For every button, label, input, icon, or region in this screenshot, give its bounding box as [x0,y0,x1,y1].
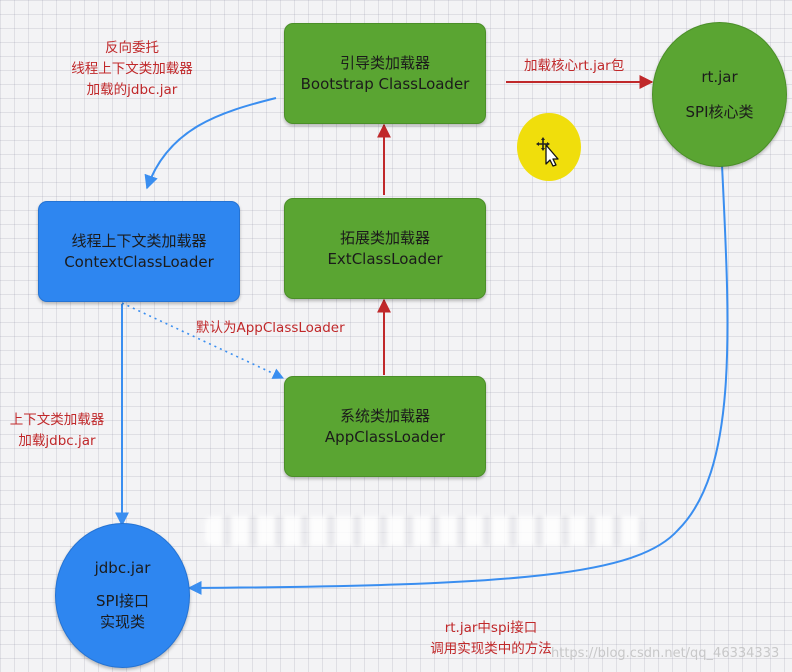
node-bootstrap-subtitle: Bootstrap ClassLoader [300,74,470,93]
node-context-title: 线程上下文类加载器 [71,231,207,250]
label-reverse-delegate-line2: 线程上下文类加载器 [71,61,193,77]
node-bootstrap-title: 引导类加载器 [339,53,430,72]
node-jdbcjar-line3: 实现类 [99,613,145,631]
node-app-title: 系统类加载器 [339,406,430,425]
label-reverse-delegate: 反向委托 线程上下文类加载器 加载的jdbc.jar [52,38,212,101]
label-default-app: 默认为AppClassLoader [196,320,345,336]
node-rtjar-subtitle: SPI核心类 [685,102,754,121]
node-jdbcjar-title: jdbc.jar [94,559,151,577]
node-app-classloader: 系统类加载器 AppClassLoader [284,376,486,477]
arrow-context-to-app [121,302,285,379]
label-reverse-delegate-line1: 反向委托 [105,40,159,56]
arrow-rtjar-to-jdbcjar [187,164,729,595]
node-rtjar-title: rt.jar [701,67,738,86]
node-jdbcjar-line2: SPI接口 [96,592,149,610]
label-context-load-line1: 上下文类加载器 [9,412,105,428]
label-reverse-delegate-line3: 加载的jdbc.jar [86,82,178,98]
label-context-load: 上下文类加载器 加载jdbc.jar [2,410,112,452]
node-ext-subtitle: ExtClassLoader [327,249,443,268]
label-load-core: 加载核心rt.jar包 [524,58,625,74]
node-context-classloader: 线程上下文类加载器 ContextClassLoader [38,201,240,302]
label-rt-spi: rt.jar中spi接口 调用实现类中的方法 [416,618,566,660]
node-rtjar: rt.jar SPI核心类 [652,22,787,167]
move-cursor-icon [536,137,559,167]
label-rt-spi-line2: 调用实现类中的方法 [430,641,552,657]
node-ext-title: 拓展类加载器 [339,228,430,247]
label-rt-spi-line1: rt.jar中spi接口 [444,620,538,636]
node-ext-classloader: 拓展类加载器 ExtClassLoader [284,198,486,299]
node-context-subtitle: ContextClassLoader [64,252,214,271]
cursor-highlight [517,113,581,181]
arrow-reverse-delegate [144,97,277,190]
node-jdbcjar: jdbc.jar SPI接口 实现类 [55,523,190,668]
blurred-overlay [205,516,645,546]
node-bootstrap-classloader: 引导类加载器 Bootstrap ClassLoader [284,23,486,124]
node-app-subtitle: AppClassLoader [324,427,446,446]
label-context-load-line2: 加载jdbc.jar [18,433,96,449]
watermark: https://blog.csdn.net/qq_46334333 [551,646,780,661]
